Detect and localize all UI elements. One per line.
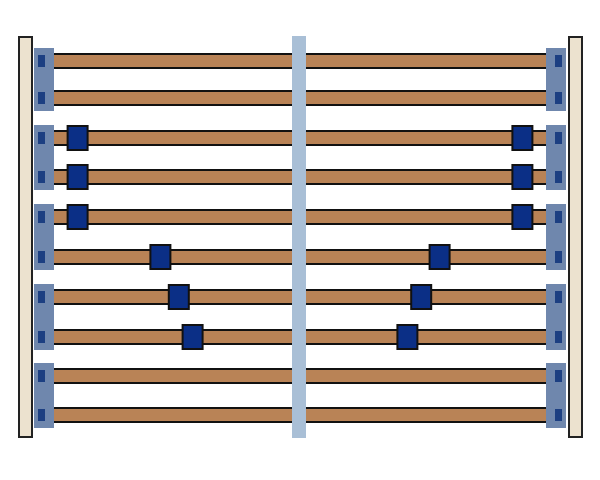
right-slat-8 [301,329,561,345]
right-slat-10 [301,407,561,423]
adjusters-group [66,125,534,350]
left-bracket-pin-4 [38,171,45,183]
left-slat-1 [39,53,298,69]
right-slat-9 [301,368,561,384]
left-slat-8 [39,329,298,345]
left-slat-10 [39,407,298,423]
left-bracket-pin-9 [38,370,45,382]
right-bracket-pin-6 [555,251,562,263]
right-bracket-pin-3 [555,132,562,144]
right-brackets-group [546,48,566,428]
left-adjuster-6 [149,244,172,270]
right-adjuster-4 [511,164,534,190]
left-frame-post [18,36,33,438]
left-adjuster-3 [66,125,89,151]
right-bracket-pin-4 [555,171,562,183]
right-adjuster-7 [410,284,433,310]
right-frame-post [568,36,583,438]
left-adjuster-8 [181,324,204,350]
center-divider [292,36,306,438]
left-slat-2 [39,90,298,106]
left-bracket-pin-5 [38,211,45,223]
left-bracket-pin-7 [38,291,45,303]
right-bracket-pin-10 [555,409,562,421]
left-bracket-pin-3 [38,132,45,144]
left-bracket-pin-2 [38,92,45,104]
left-bracket-pin-6 [38,251,45,263]
left-brackets-group [34,48,54,428]
left-bracket-pin-10 [38,409,45,421]
right-slat-2 [301,90,561,106]
right-bracket-pin-9 [555,370,562,382]
right-adjuster-8 [396,324,419,350]
right-bracket-pin-1 [555,55,562,67]
right-bracket-pin-2 [555,92,562,104]
left-bracket-pin-8 [38,331,45,343]
left-bracket-pin-1 [38,55,45,67]
right-bracket-pin-5 [555,211,562,223]
left-adjuster-4 [66,164,89,190]
right-adjuster-6 [428,244,451,270]
left-adjuster-5 [66,204,89,230]
right-adjuster-5 [511,204,534,230]
right-bracket-pin-7 [555,291,562,303]
right-bracket-pin-8 [555,331,562,343]
right-slat-1 [301,53,561,69]
left-slat-9 [39,368,298,384]
left-adjuster-7 [167,284,190,310]
right-adjuster-3 [511,125,534,151]
